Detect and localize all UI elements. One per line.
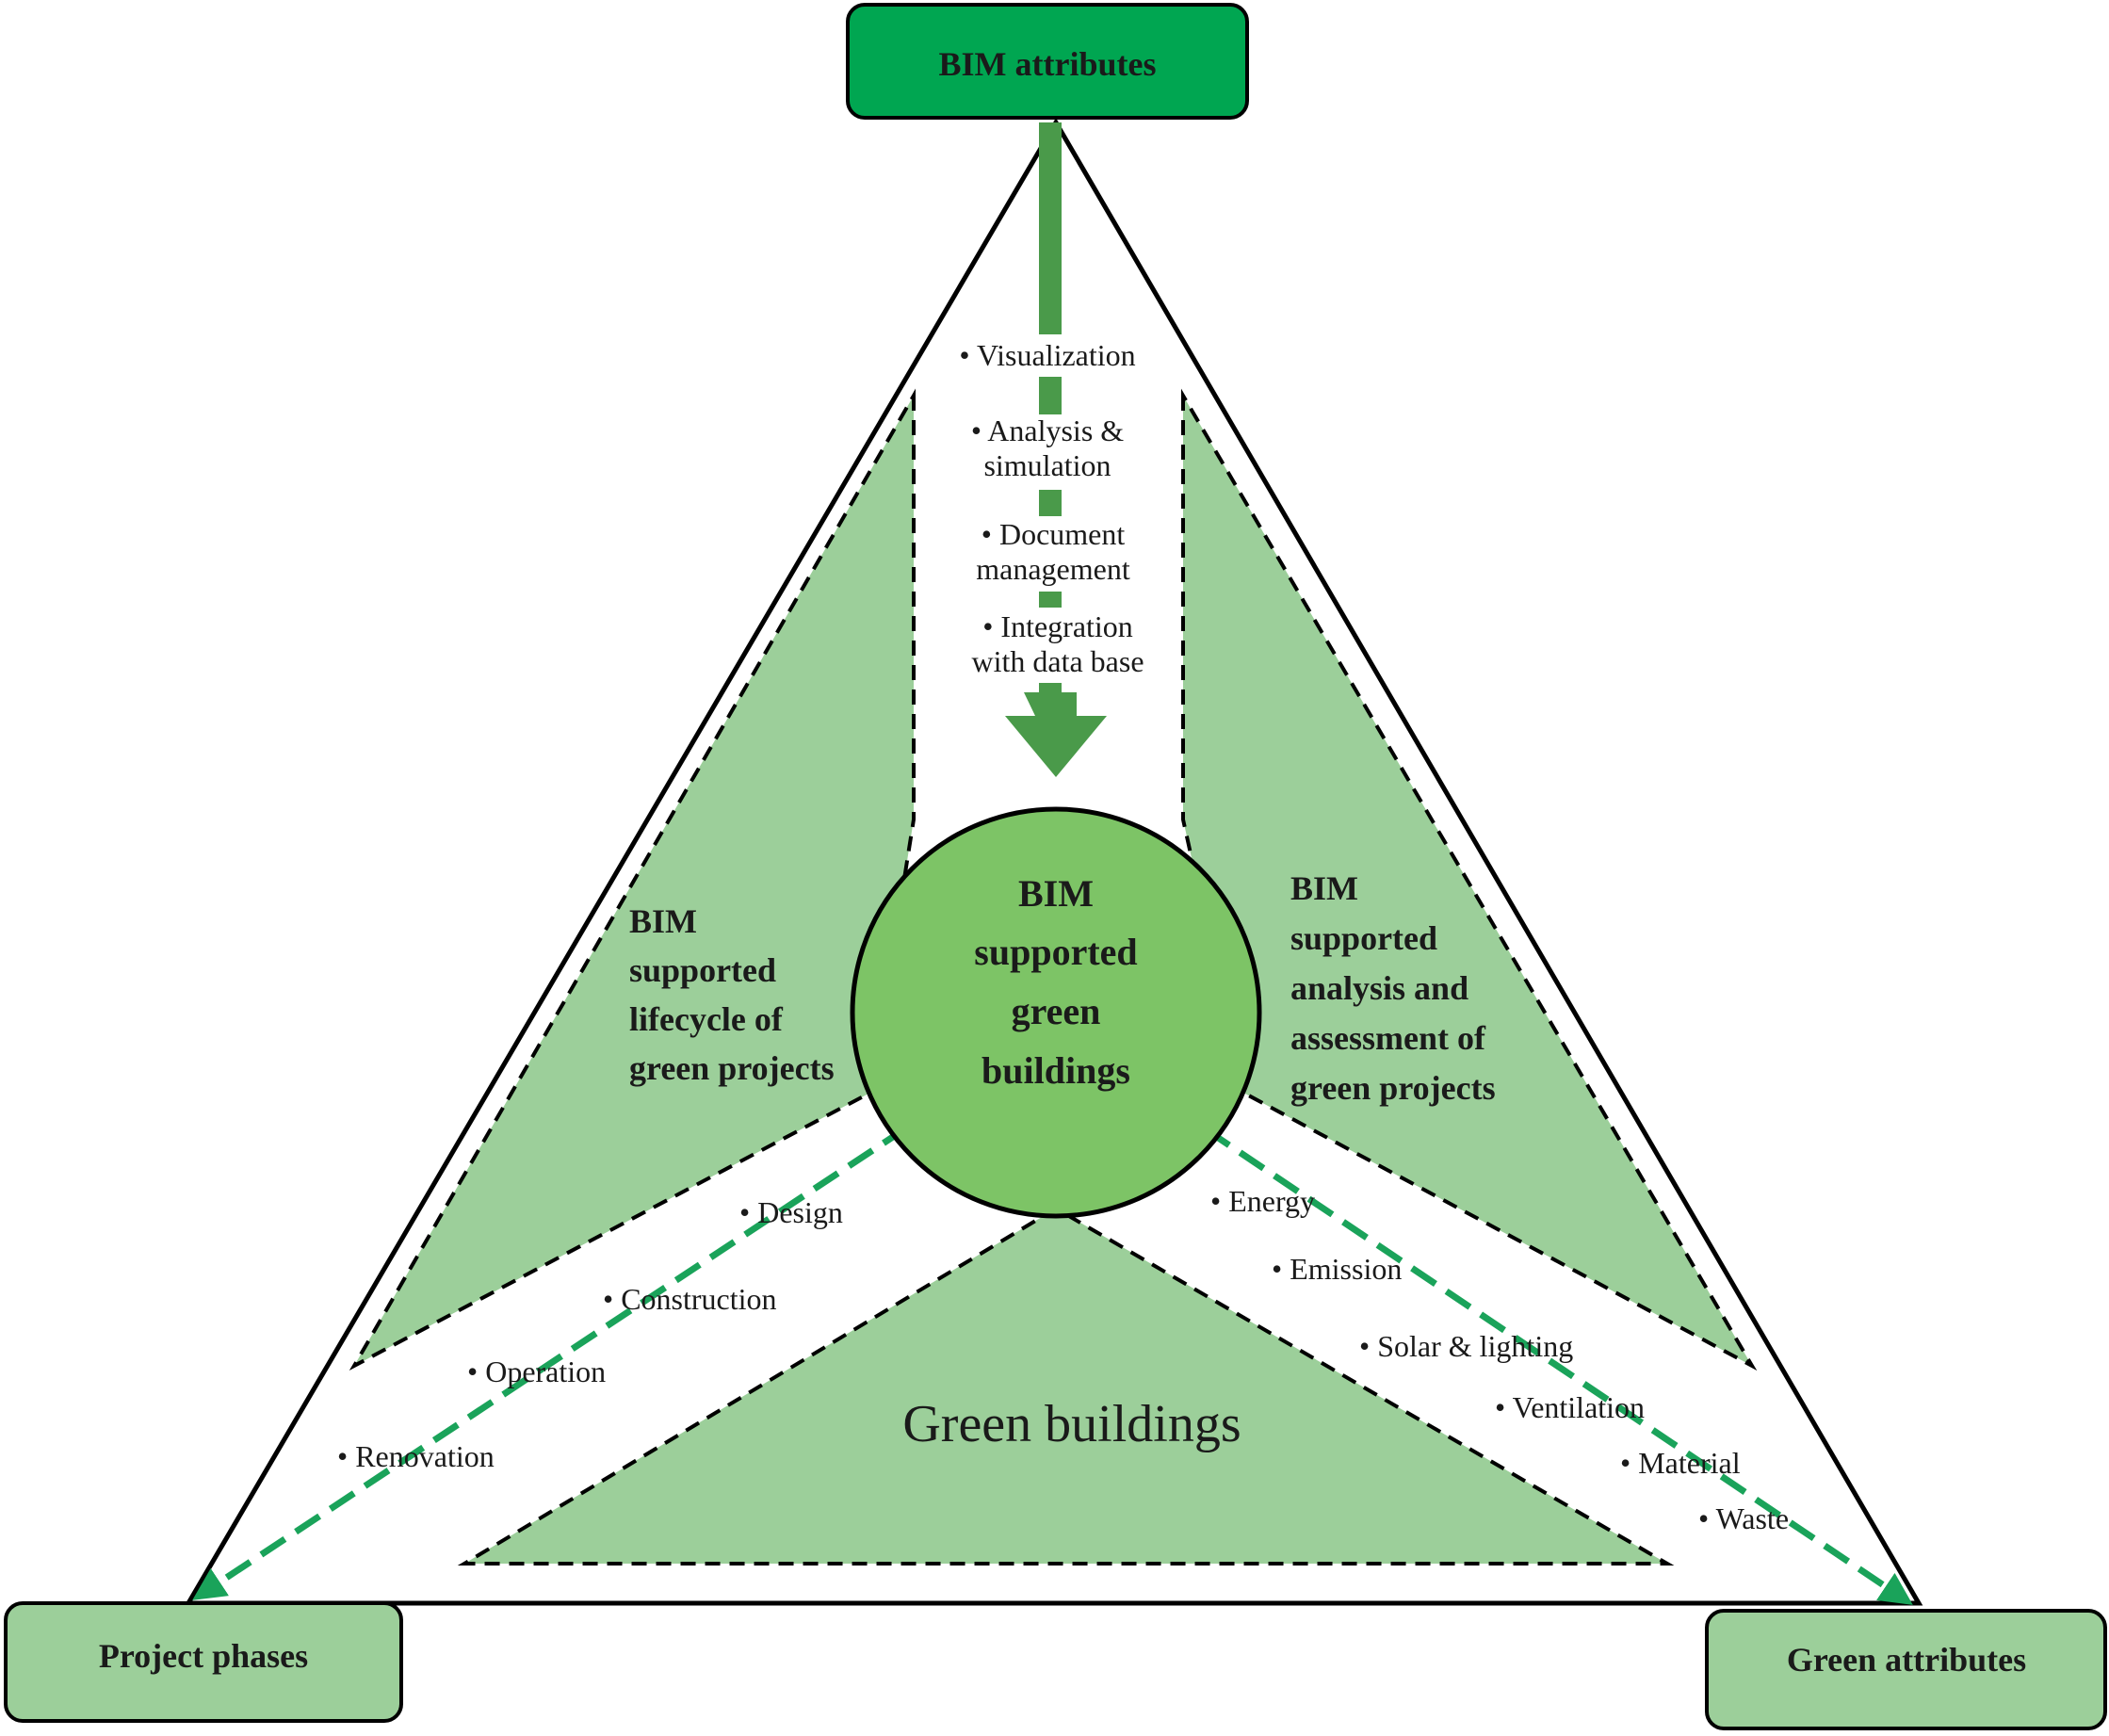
right-region-line: supported <box>1290 919 1437 957</box>
center-circle <box>850 806 1262 1219</box>
green-attributes-box <box>1705 1609 2107 1730</box>
project-phase-item: • Operation <box>467 1355 606 1388</box>
project-phase-item: • Renovation <box>337 1439 495 1473</box>
bim-attribute-item: • Document <box>981 517 1126 551</box>
bim-attribute-item: • Integration <box>982 609 1133 643</box>
project-phase-item: • Construction <box>603 1282 777 1316</box>
project-phase-items: • Design • Construction • Operation • Re… <box>337 1195 843 1473</box>
right-region-line: green projects <box>1290 1069 1496 1107</box>
left-region-line: supported <box>629 951 776 989</box>
bim-attribute-item: with data base <box>971 644 1144 678</box>
green-attribute-item: • Material <box>1620 1446 1741 1480</box>
bim-arrow-head <box>1005 692 1107 777</box>
green-attribute-item: • Emission <box>1272 1252 1402 1286</box>
center-label-line: buildings <box>981 1049 1130 1092</box>
center-label-line: supported <box>974 931 1137 973</box>
green-attribute-items: • Energy • Emission • Solar & lighting •… <box>1210 1184 1789 1535</box>
project-phases-box <box>4 1601 403 1723</box>
bim-attributes-box <box>846 3 1249 120</box>
green-attribute-item: • Solar & lighting <box>1359 1329 1573 1363</box>
left-region-line: green projects <box>629 1049 835 1087</box>
bim-attribute-item: simulation <box>983 448 1111 482</box>
bim-items-backing-4 <box>937 608 1160 683</box>
project-phases-label: Project phases <box>99 1637 308 1675</box>
center-label-line: BIM <box>1018 872 1094 915</box>
project-phase-arrow <box>192 1098 939 1600</box>
bim-attribute-item: management <box>976 552 1130 586</box>
bim-items-backing-2 <box>937 414 1160 490</box>
green-attribute-item: • Waste <box>1698 1501 1789 1535</box>
right-region-line: assessment of <box>1290 1019 1486 1057</box>
project-phase-item: • Design <box>739 1195 843 1229</box>
left-region-line: lifecycle of <box>629 1000 784 1038</box>
bim-attribute-item: • Visualization <box>959 338 1135 372</box>
bim-items-backing-3 <box>937 516 1160 592</box>
green-attributes-label: Green attributes <box>1787 1641 2026 1679</box>
green-attribute-item: • Ventilation <box>1495 1390 1645 1424</box>
green-attribute-item: • Energy <box>1210 1184 1315 1218</box>
center-label: BIM supported green buildings <box>974 872 1137 1092</box>
right-region-line: analysis and <box>1290 969 1468 1007</box>
bim-attribute-item: • Analysis & <box>971 414 1124 447</box>
green-attribute-arrow <box>1174 1100 1913 1605</box>
right-region-line: BIM <box>1290 869 1358 907</box>
center-label-line: green <box>1012 990 1101 1032</box>
bim-attribute-items: • Visualization • Analysis & simulation … <box>959 338 1144 678</box>
bim-arrow-shaft <box>1039 122 1062 697</box>
green-buildings-label: Green buildings <box>902 1395 1241 1453</box>
bim-items-backing-1 <box>937 334 1160 377</box>
left-region-line: BIM <box>629 902 697 940</box>
right-region-label: BIM supported analysis and assessment of… <box>1290 869 1496 1107</box>
left-region-label: BIM supported lifecycle of green project… <box>629 902 835 1087</box>
bim-attributes-label: BIM attributes <box>939 45 1157 83</box>
